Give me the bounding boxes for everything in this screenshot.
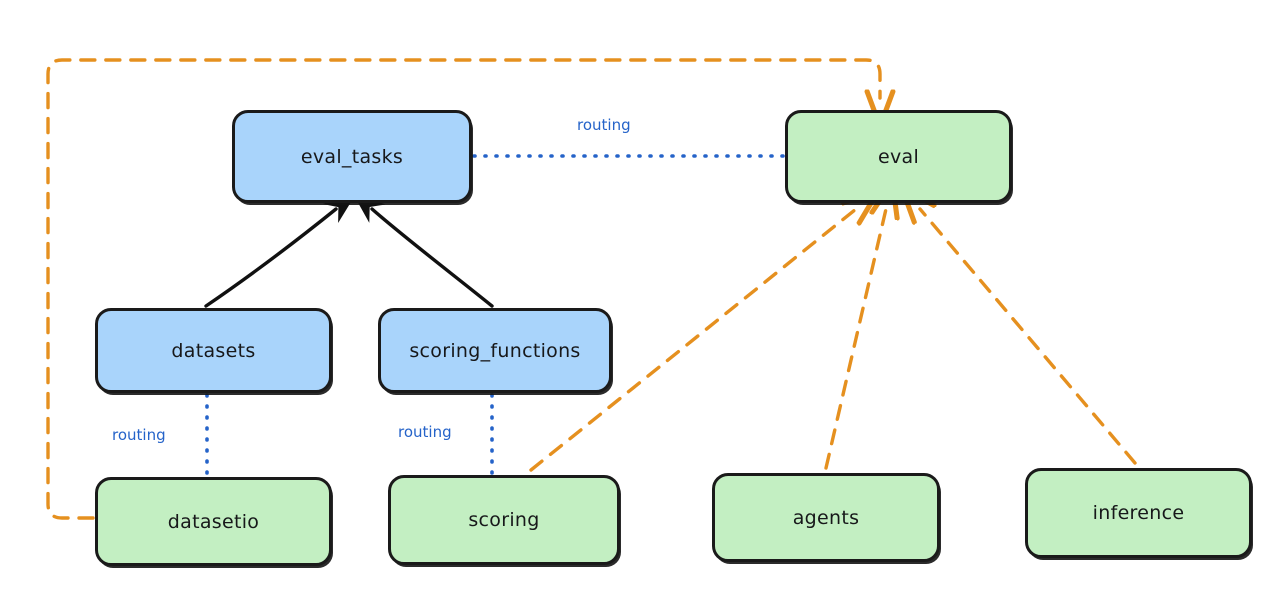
node-datasetio-label: datasetio [167,510,260,533]
node-agents-label: agents [792,506,860,529]
node-datasets[interactable]: datasets [95,308,332,393]
node-eval-tasks[interactable]: eval_tasks [232,110,472,203]
edge-agents-to-eval-dependency [824,209,886,470]
node-scoring-label: scoring [468,509,540,531]
edge-label-routing-scoring: routing [398,423,452,441]
edge-label-routing-datasetio: routing [112,426,166,444]
node-agents[interactable]: agents [712,473,940,562]
node-eval-tasks-label: eval_tasks [300,145,404,168]
node-eval-label: eval [877,145,920,168]
node-scoring-functions-label: scoring_functions [409,339,581,362]
edge-label-routing-eval: routing [577,116,631,134]
edge-datasets-to-eval-tasks [204,191,358,308]
node-scoring-functions[interactable]: scoring_functions [378,308,612,393]
node-inference-label: inference [1092,502,1185,524]
node-datasets-label: datasets [171,339,256,362]
node-scoring[interactable]: scoring [388,475,620,565]
edge-scoring-functions-to-eval-tasks [351,191,494,308]
edge-inference-to-eval-dependency [920,209,1137,465]
node-datasetio[interactable]: datasetio [95,477,332,566]
node-inference[interactable]: inference [1025,468,1252,558]
node-eval[interactable]: eval [785,110,1012,203]
